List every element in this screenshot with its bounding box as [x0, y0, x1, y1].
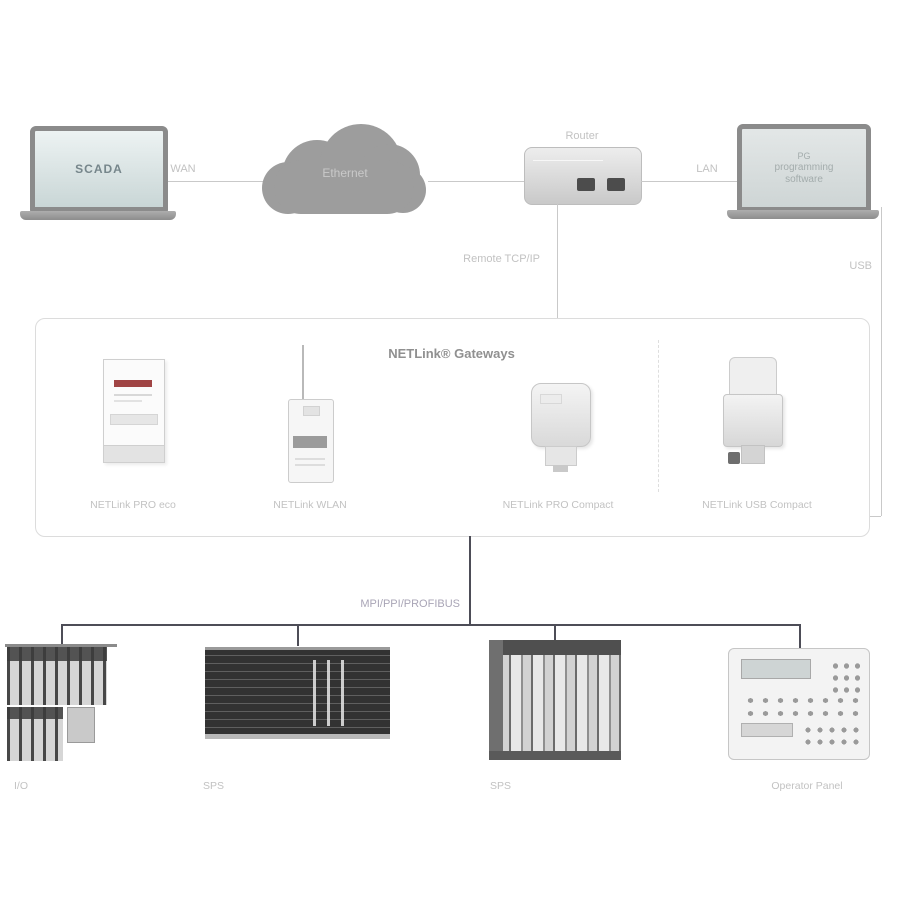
device-detail: [341, 659, 344, 727]
usb-cable-plug: [728, 452, 740, 464]
router-label: Router: [565, 130, 599, 142]
device-detail: [295, 464, 325, 466]
device-detail: [5, 644, 117, 647]
gateways-title: NETLink® Gateways: [388, 346, 515, 361]
brand-stripe: [114, 380, 152, 387]
cloud-label: Ethernet: [322, 166, 368, 180]
bus-drop-4: [799, 626, 801, 648]
panel-keys: [739, 691, 863, 717]
panel-keypad: [799, 721, 863, 751]
usb-label: USB: [849, 260, 872, 272]
device-detail: [489, 640, 621, 655]
fieldbus-line: [61, 624, 801, 626]
lan-line: [641, 181, 737, 182]
panel-display-small: [741, 723, 793, 737]
pg-laptop-screen: PG programming software: [742, 129, 866, 207]
device-detail: [205, 647, 390, 739]
field-device-label-sps2: SPS: [490, 780, 512, 792]
bus-drop-2: [297, 626, 299, 646]
cloud-router-line: [428, 181, 524, 182]
pg-screen-line2: programming: [774, 161, 834, 173]
bus-drop-3: [554, 626, 556, 642]
gateway-label-pro-compact: NETLink PRO Compact: [502, 499, 614, 511]
gateway-label-usb-compact: NETLink USB Compact: [702, 499, 812, 511]
field-device-label-io: I/O: [14, 780, 29, 792]
bus-drop-main: [469, 536, 471, 625]
pg-laptop-base: [727, 210, 879, 219]
lan-label: LAN: [696, 163, 718, 175]
ethernet-cloud-icon: Ethernet: [262, 122, 428, 224]
wan-line: [168, 181, 264, 182]
usb-line-elbow: [868, 516, 881, 517]
netlink-wlan-icon: [288, 399, 334, 483]
router-port: [607, 178, 625, 191]
remote-tcpip-label: Remote TCP/IP: [463, 253, 540, 265]
scada-laptop-icon: SCADA: [30, 126, 168, 212]
device-detail: [205, 647, 390, 650]
device-detail: [489, 640, 503, 760]
remote-tcpip-line: [557, 204, 558, 318]
device-detail: [545, 446, 577, 466]
device-detail: [67, 707, 95, 743]
fieldbus-label: MPI/PPI/PROFIBUS: [360, 598, 460, 610]
gateways-separator: [658, 340, 659, 492]
wan-label: WAN: [170, 163, 196, 175]
device-detail: [104, 445, 164, 462]
gateway-label-pro-eco: NETLink PRO eco: [90, 499, 176, 511]
panel-keypad: [827, 657, 863, 695]
device-detail: [293, 436, 327, 448]
operator-panel-icon: [728, 648, 870, 760]
device-detail: [303, 406, 320, 416]
device-detail: [7, 647, 107, 661]
device-detail: [114, 400, 142, 402]
scada-label: SCADA: [75, 162, 123, 176]
cloud-shape: [274, 160, 414, 214]
wlan-antenna: [302, 345, 304, 401]
device-detail: [313, 659, 316, 727]
router-icon: [524, 147, 642, 205]
netlink-pro-compact-icon: [531, 383, 591, 447]
device-detail: [295, 458, 325, 460]
device-detail: [110, 414, 158, 425]
device-detail: [741, 445, 765, 464]
device-detail: [7, 707, 63, 719]
netlink-usb-compact-icon: [729, 357, 777, 397]
device-detail: [540, 394, 562, 404]
device-detail: [114, 394, 152, 396]
bus-drop-1: [61, 626, 63, 646]
plc-rack-icon: [205, 647, 390, 739]
plc-modular-icon: [489, 640, 621, 760]
panel-display: [741, 659, 811, 679]
gateway-label-wlan: NETLink WLAN: [273, 499, 347, 511]
device-detail: [205, 734, 390, 739]
field-device-label-panel: Operator Panel: [771, 780, 843, 792]
device-detail: [489, 751, 621, 760]
device-detail: [327, 659, 330, 727]
device-detail: [723, 394, 783, 447]
io-station-icon: [5, 644, 117, 766]
pg-laptop-icon: PG programming software: [737, 124, 871, 212]
pg-screen-line1: PG: [797, 150, 811, 161]
field-device-label-sps1: SPS: [203, 780, 225, 792]
netlink-pro-eco-icon: [103, 359, 165, 463]
pg-screen-line3: software: [785, 173, 823, 185]
device-detail: [553, 465, 568, 472]
scada-laptop-base: [20, 211, 176, 220]
scada-laptop-screen: SCADA: [35, 131, 163, 207]
router-port: [577, 178, 595, 191]
usb-line: [881, 207, 882, 516]
router-detail: [533, 160, 603, 161]
